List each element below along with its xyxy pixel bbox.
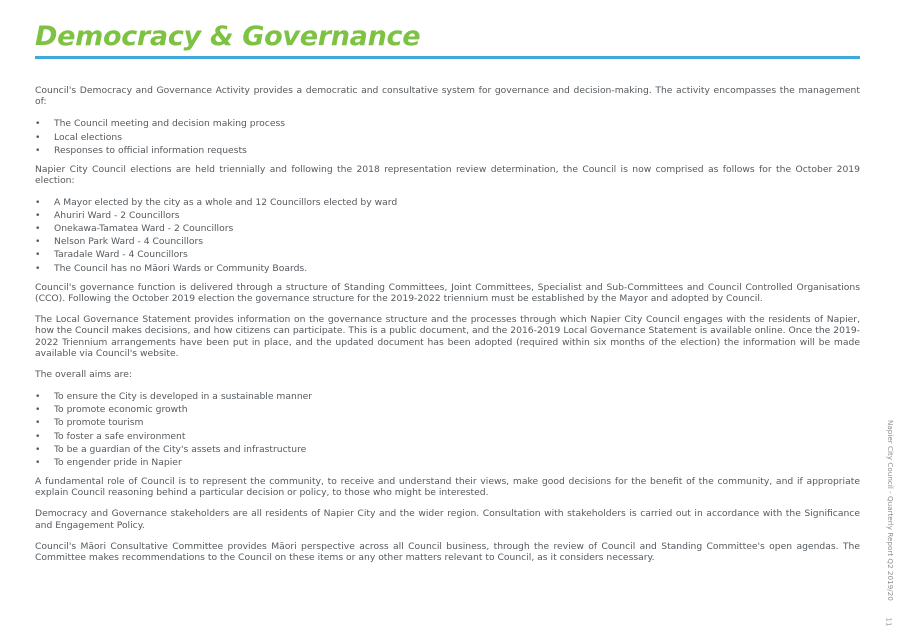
list-item: To promote economic growth	[35, 403, 860, 416]
list-item: To promote tourism	[35, 416, 860, 429]
aims-intro: The overall aims are:	[35, 369, 132, 381]
page-number-wrapper: 11	[884, 617, 893, 627]
list-item: Local elections	[35, 131, 860, 144]
document-page: Democracy & Governance Council's Democra…	[35, 0, 860, 573]
list-item: To engender pride in Napier	[35, 456, 860, 469]
list-item: Responses to official information reques…	[35, 144, 860, 157]
list-item: Onekawa-Tamatea Ward - 2 Councillors	[35, 222, 860, 235]
election-list: A Mayor elected by the city as a whole a…	[35, 196, 860, 275]
elections-paragraph: Napier City Council elections are held t…	[35, 163, 860, 187]
management-list: The Council meeting and decision making …	[35, 117, 860, 156]
side-footer: Napier City Council - Quarterly Report Q…	[884, 420, 898, 630]
list-item: To be a guardian of the City's assets an…	[35, 443, 860, 456]
list-item: Taradale Ward - 4 Councillors	[35, 248, 860, 261]
list-item: A Mayor elected by the city as a whole a…	[35, 196, 860, 209]
governance-structure-paragraph: Council's governance function is deliver…	[35, 281, 860, 305]
list-item: To foster a safe environment	[35, 430, 860, 443]
aims-list: To ensure the City is developed in a sus…	[35, 390, 860, 469]
role-paragraph: A fundamental role of Council is to repr…	[35, 475, 860, 499]
page-number: 11	[884, 617, 893, 627]
list-item: The Council has no Māori Wards or Commun…	[35, 262, 860, 275]
local-governance-statement-paragraph: The Local Governance Statement provides …	[35, 314, 860, 360]
title-underline	[35, 56, 860, 59]
intro-paragraph: Council's Democracy and Governance Activ…	[35, 85, 860, 108]
list-item: The Council meeting and decision making …	[35, 117, 860, 130]
page-title: Democracy & Governance	[35, 21, 421, 52]
stakeholders-paragraph: Democracy and Governance stakeholders ar…	[35, 508, 860, 531]
list-item: To ensure the City is developed in a sus…	[35, 390, 860, 403]
list-item: Ahuriri Ward - 2 Councillors	[35, 209, 860, 222]
list-item: Nelson Park Ward - 4 Councillors	[35, 235, 860, 248]
maori-committee-paragraph: Council's Māori Consultative Committee p…	[35, 540, 860, 564]
document-body: Council's Democracy and Governance Activ…	[35, 85, 860, 563]
report-label: Napier City Council - Quarterly Report Q…	[886, 420, 895, 601]
